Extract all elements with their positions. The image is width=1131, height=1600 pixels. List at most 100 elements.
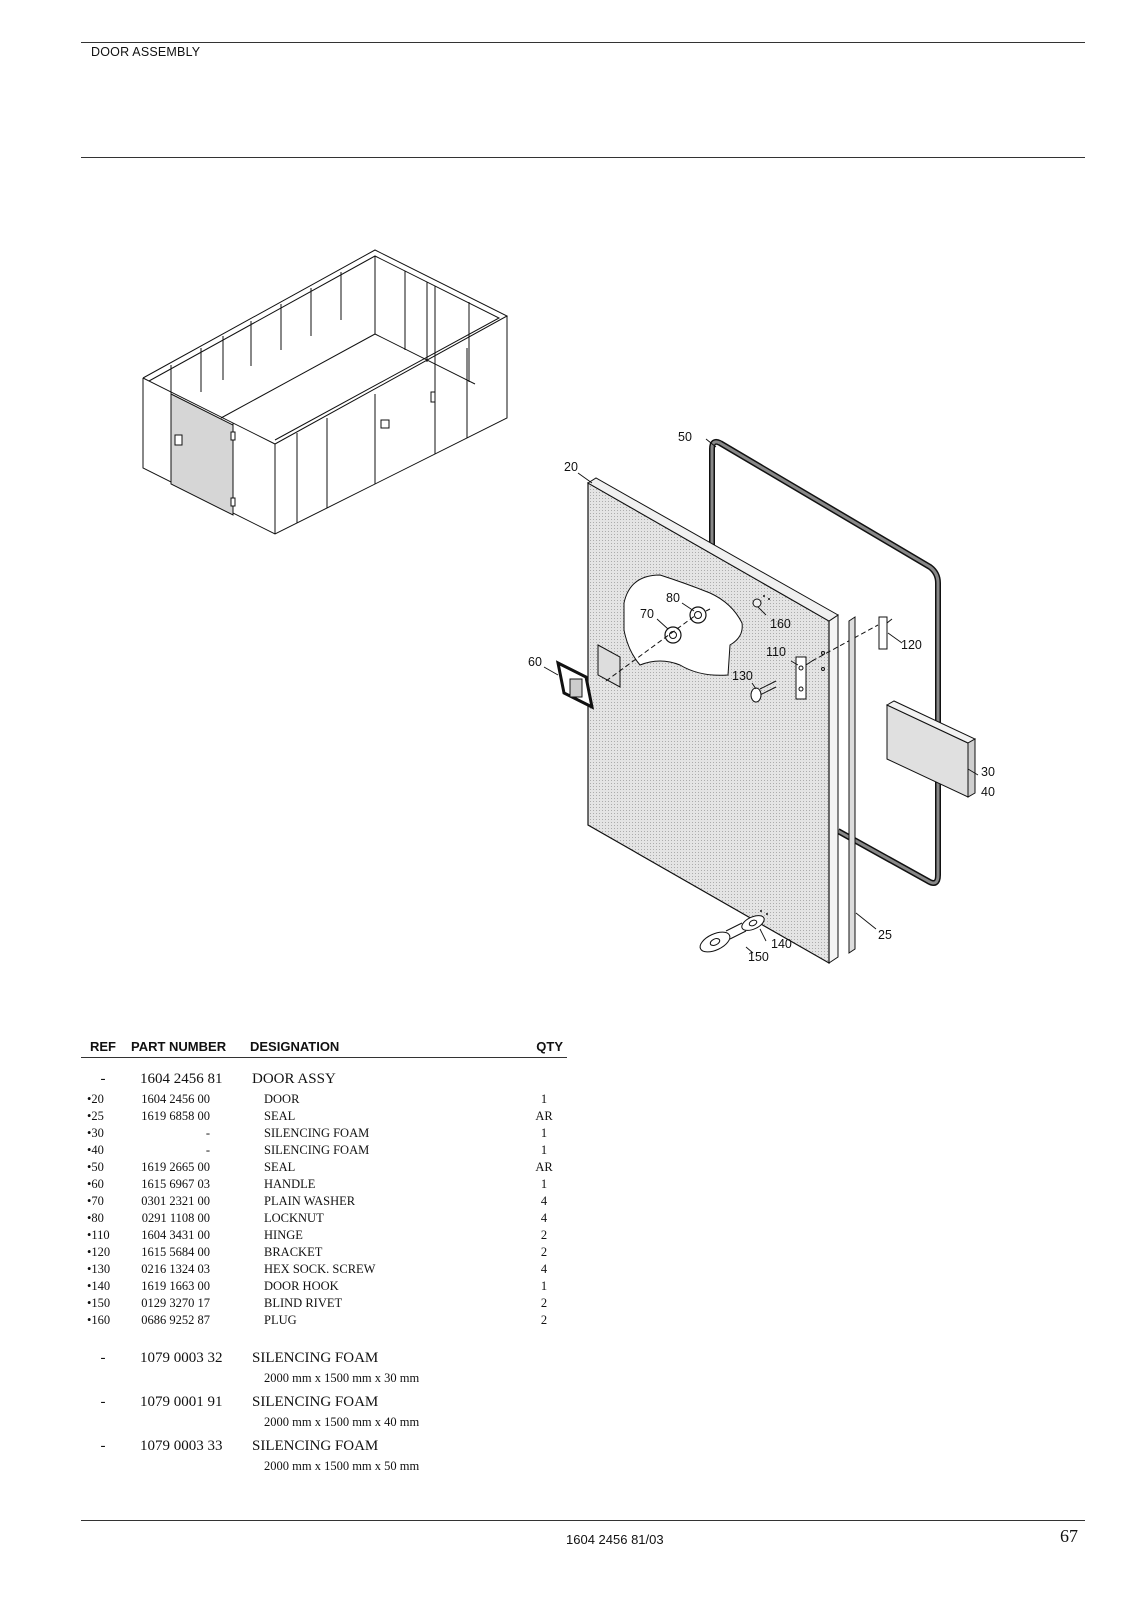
designation-cell: SILENCING FOAM bbox=[264, 1143, 370, 1157]
ref-cell: •25 bbox=[87, 1109, 104, 1123]
table-row: •110 1604 3431 00 HINGE 2 bbox=[81, 1227, 567, 1244]
callout-label: 70 bbox=[640, 607, 654, 621]
part-number-cell: 1604 2456 00 bbox=[141, 1092, 210, 1106]
designation-cell: BRACKET bbox=[264, 1245, 323, 1259]
ref-cell: •140 bbox=[87, 1279, 111, 1293]
door-exploded-drawing: 50 20 80 70 160 120 110 60 130 30 40 25 … bbox=[528, 430, 995, 965]
ref-cell: - bbox=[100, 1350, 106, 1366]
ref-cell: •50 bbox=[87, 1160, 104, 1174]
ref-cell: •80 bbox=[87, 1211, 104, 1225]
part-number-cell: 0216 1324 03 bbox=[141, 1262, 210, 1276]
qty-cell: 2 bbox=[540, 1245, 548, 1259]
designation-cell: SILENCING FOAM bbox=[252, 1438, 379, 1454]
part-number-cell: 1604 2456 81 bbox=[140, 1071, 223, 1087]
dimension-row: 2000 mm x 1500 mm x 50 mm bbox=[81, 1458, 567, 1474]
designation-cell: SILENCING FOAM bbox=[264, 1126, 370, 1140]
qty-cell: 1 bbox=[540, 1092, 548, 1106]
table-header-row: REF PART NUMBER DESIGNATION QTY bbox=[81, 1035, 567, 1058]
designation-cell: DOOR ASSY bbox=[252, 1071, 336, 1087]
document-number: 1604 2456 81/03 bbox=[566, 1532, 664, 1547]
ref-cell: •60 bbox=[87, 1177, 104, 1191]
designation-cell: SILENCING FOAM bbox=[252, 1350, 379, 1366]
qty-cell: AR bbox=[535, 1160, 553, 1174]
designation-cell: DOOR HOOK bbox=[264, 1279, 339, 1293]
designation-cell: HANDLE bbox=[264, 1177, 316, 1191]
part-number-cell: 1079 0001 91 bbox=[140, 1394, 223, 1410]
part-number-cell: 0686 9252 87 bbox=[141, 1313, 210, 1327]
part-number-cell: 1079 0003 32 bbox=[140, 1350, 223, 1366]
qty-cell: 1 bbox=[540, 1177, 548, 1191]
dimensions-cell: 2000 mm x 1500 mm x 50 mm bbox=[264, 1458, 420, 1473]
qty-cell: 1 bbox=[540, 1126, 548, 1140]
ref-cell: •120 bbox=[87, 1245, 111, 1259]
designation-cell: HEX SOCK. SCREW bbox=[264, 1262, 376, 1276]
dimension-row: 2000 mm x 1500 mm x 40 mm bbox=[81, 1414, 567, 1430]
header-qty: QTY bbox=[536, 1038, 563, 1054]
qty-cell: 4 bbox=[540, 1211, 548, 1225]
part-number-cell: 0291 1108 00 bbox=[141, 1211, 210, 1225]
header-bottom-rule bbox=[81, 157, 1085, 158]
callout-label: 50 bbox=[678, 430, 692, 444]
assembly-row: - 1604 2456 81 DOOR ASSY bbox=[81, 1068, 567, 1091]
header-designation: DESIGNATION bbox=[250, 1038, 340, 1054]
part-number-cell: 1604 3431 00 bbox=[141, 1228, 210, 1242]
part-number-cell: 1615 5684 00 bbox=[141, 1245, 210, 1259]
qty-cell: 4 bbox=[540, 1262, 548, 1276]
ref-cell: •70 bbox=[87, 1194, 104, 1208]
callout-label: 60 bbox=[528, 655, 542, 669]
designation-cell: LOCKNUT bbox=[264, 1211, 324, 1225]
table-row: •80 0291 1108 00 LOCKNUT 4 bbox=[81, 1210, 567, 1227]
part-number-cell: 1619 2665 00 bbox=[141, 1160, 210, 1174]
ref-cell: - bbox=[100, 1071, 106, 1087]
table-row: •50 1619 2665 00 SEAL AR bbox=[81, 1159, 567, 1176]
dimensions-cell: 2000 mm x 1500 mm x 30 mm bbox=[264, 1370, 420, 1385]
part-number-cell: 1619 6858 00 bbox=[141, 1109, 210, 1123]
table-row: - 1079 0003 33 SILENCING FOAM bbox=[81, 1435, 567, 1458]
ref-cell: •20 bbox=[87, 1092, 104, 1106]
callout-label: 80 bbox=[666, 591, 680, 605]
part-number-cell: - bbox=[205, 1126, 210, 1140]
page-number: 67 bbox=[1060, 1526, 1078, 1546]
ref-cell: •150 bbox=[87, 1296, 111, 1310]
ref-cell: •40 bbox=[87, 1143, 104, 1157]
qty-cell: 2 bbox=[540, 1296, 548, 1310]
designation-cell: SEAL bbox=[264, 1160, 296, 1174]
designation-cell: PLAIN WASHER bbox=[264, 1194, 356, 1208]
footer-rule bbox=[81, 1520, 1085, 1521]
extra-rows: - 1079 0003 32 SILENCING FOAM 2000 mm x 150… bbox=[81, 1329, 567, 1479]
table-row: •120 1615 5684 00 BRACKET 2 bbox=[81, 1244, 567, 1261]
callout-label: 120 bbox=[901, 638, 922, 652]
table-row: - 1079 0003 32 SILENCING FOAM bbox=[81, 1347, 567, 1370]
callout-label: 140 bbox=[771, 937, 792, 951]
qty-cell: 2 bbox=[540, 1228, 548, 1242]
page-title: DOOR ASSEMBLY bbox=[91, 45, 201, 59]
dimensions-cell: 2000 mm x 1500 mm x 40 mm bbox=[264, 1414, 420, 1429]
part-number-cell: 1615 6967 03 bbox=[141, 1177, 210, 1191]
enclosure-overview-drawing bbox=[142, 249, 509, 535]
part-number-cell: - bbox=[205, 1143, 210, 1157]
parts-list-table: REF PART NUMBER DESIGNATION QTY - 1604 2… bbox=[81, 1035, 567, 1479]
ref-cell: - bbox=[100, 1438, 106, 1454]
callout-label: 110 bbox=[766, 645, 786, 659]
qty-cell: AR bbox=[535, 1109, 553, 1123]
ref-cell: •130 bbox=[87, 1262, 111, 1276]
ref-cell: •30 bbox=[87, 1126, 104, 1140]
header-ref: REF bbox=[90, 1038, 116, 1054]
table-row: •130 0216 1324 03 HEX SOCK. SCREW 4 bbox=[81, 1261, 567, 1278]
ref-cell: •110 bbox=[87, 1228, 110, 1242]
part-number-cell: 0129 3270 17 bbox=[141, 1296, 210, 1310]
callout-label: 130 bbox=[732, 669, 753, 683]
dimension-row: 2000 mm x 1500 mm x 30 mm bbox=[81, 1370, 567, 1386]
ref-cell: •160 bbox=[87, 1313, 111, 1327]
part-number-cell: 1079 0003 33 bbox=[140, 1438, 223, 1454]
designation-cell: HINGE bbox=[264, 1228, 303, 1242]
